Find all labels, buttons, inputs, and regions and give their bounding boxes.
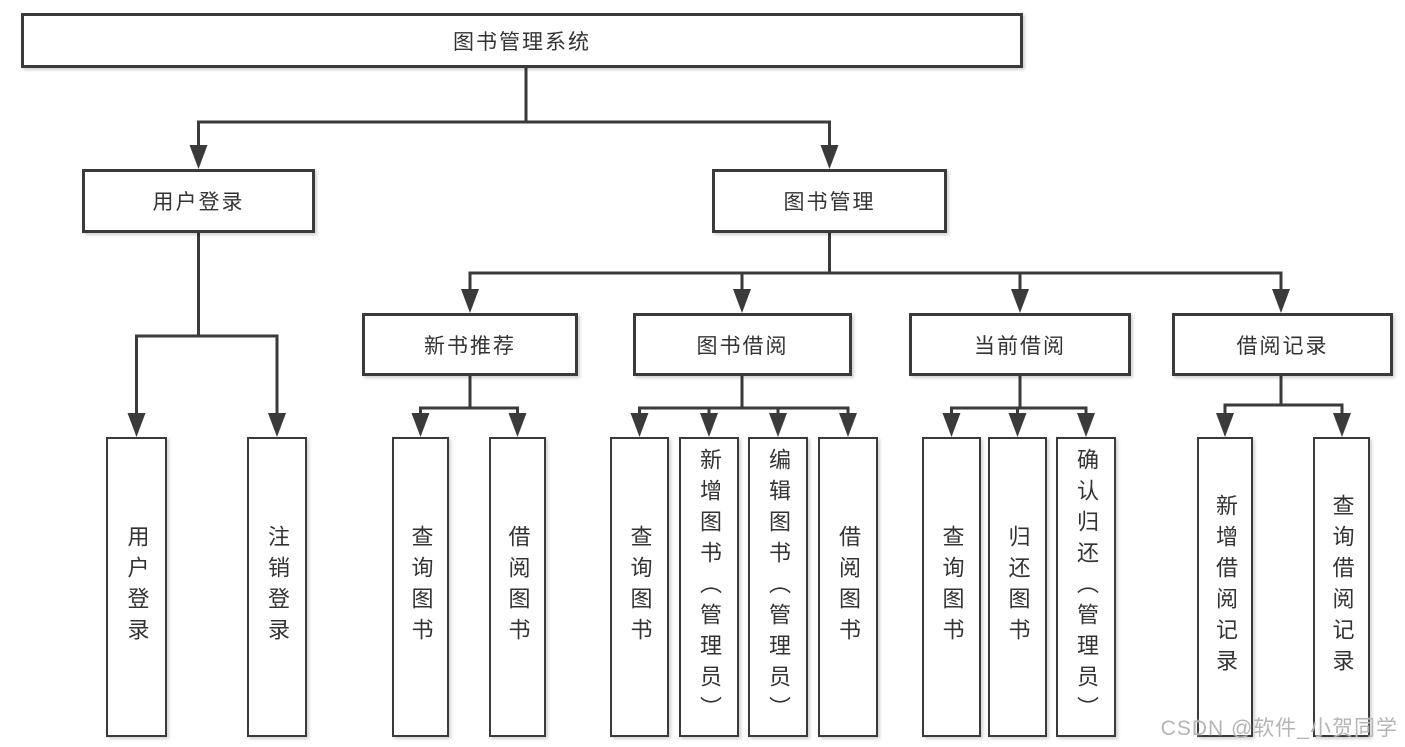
leaf-query-books-current-label: 查询图书 bbox=[939, 525, 965, 649]
leaf-edit-books-admin-label: 编辑图书（管理员） bbox=[766, 447, 791, 727]
leaf-user-login: 用户登录 bbox=[106, 437, 167, 737]
node-book-borrowing: 图书借阅 bbox=[633, 313, 852, 376]
leaf-query-books-recommend-label: 查询图书 bbox=[408, 525, 434, 649]
node-user-login-label: 用户登录 bbox=[152, 191, 245, 214]
leaf-add-books-admin: 新增图书（管理员） bbox=[679, 437, 739, 737]
leaf-add-borrow-record-label: 新增借阅记录 bbox=[1213, 494, 1238, 680]
leaf-logout: 注销登录 bbox=[247, 437, 307, 737]
leaf-return-books-label: 归还图书 bbox=[1005, 525, 1031, 649]
leaf-query-borrow-record-label: 查询借阅记录 bbox=[1329, 494, 1355, 680]
node-user-login: 用户登录 bbox=[82, 169, 315, 233]
leaf-borrow-books-borrowing-label: 借阅图书 bbox=[836, 525, 861, 649]
leaf-query-books-recommend: 查询图书 bbox=[392, 437, 449, 737]
node-current-borrowing-label: 当前借阅 bbox=[974, 334, 1066, 358]
node-borrowing-records: 借阅记录 bbox=[1172, 313, 1393, 376]
leaf-confirm-return-admin-label: 确认归还（管理员） bbox=[1074, 447, 1099, 727]
watermark: CSDN @软件_小贺同学 bbox=[1160, 717, 1398, 740]
node-book-management: 图书管理 bbox=[712, 169, 947, 233]
node-book-borrowing-label: 图书借阅 bbox=[696, 334, 789, 358]
leaf-borrow-books-borrowing: 借阅图书 bbox=[818, 437, 878, 737]
node-current-borrowing: 当前借阅 bbox=[909, 313, 1131, 376]
leaf-add-borrow-record: 新增借阅记录 bbox=[1197, 437, 1253, 737]
leaf-borrow-books-recommend-label: 借阅图书 bbox=[505, 525, 531, 649]
leaf-return-books: 归还图书 bbox=[988, 437, 1047, 737]
leaf-query-books-borrowing: 查询图书 bbox=[610, 437, 669, 737]
leaf-confirm-return-admin: 确认归还（管理员） bbox=[1056, 437, 1116, 737]
node-new-book-recommend: 新书推荐 bbox=[362, 313, 578, 376]
leaf-query-borrow-record: 查询借阅记录 bbox=[1313, 437, 1370, 737]
node-root-label: 图书管理系统 bbox=[453, 30, 591, 54]
leaf-user-login-label: 用户登录 bbox=[124, 525, 150, 649]
node-borrowing-records-label: 借阅记录 bbox=[1236, 334, 1329, 358]
leaf-add-books-admin-label: 新增图书（管理员） bbox=[697, 447, 722, 727]
leaf-logout-label: 注销登录 bbox=[265, 525, 290, 649]
node-new-book-recommend-label: 新书推荐 bbox=[424, 334, 516, 358]
leaf-query-books-borrowing-label: 查询图书 bbox=[627, 525, 653, 649]
node-root: 图书管理系统 bbox=[21, 13, 1023, 68]
leaf-borrow-books-recommend: 借阅图书 bbox=[489, 437, 546, 737]
node-book-management-label: 图书管理 bbox=[783, 191, 876, 214]
leaf-edit-books-admin: 编辑图书（管理员） bbox=[748, 437, 808, 737]
leaf-query-books-current: 查询图书 bbox=[922, 437, 981, 737]
